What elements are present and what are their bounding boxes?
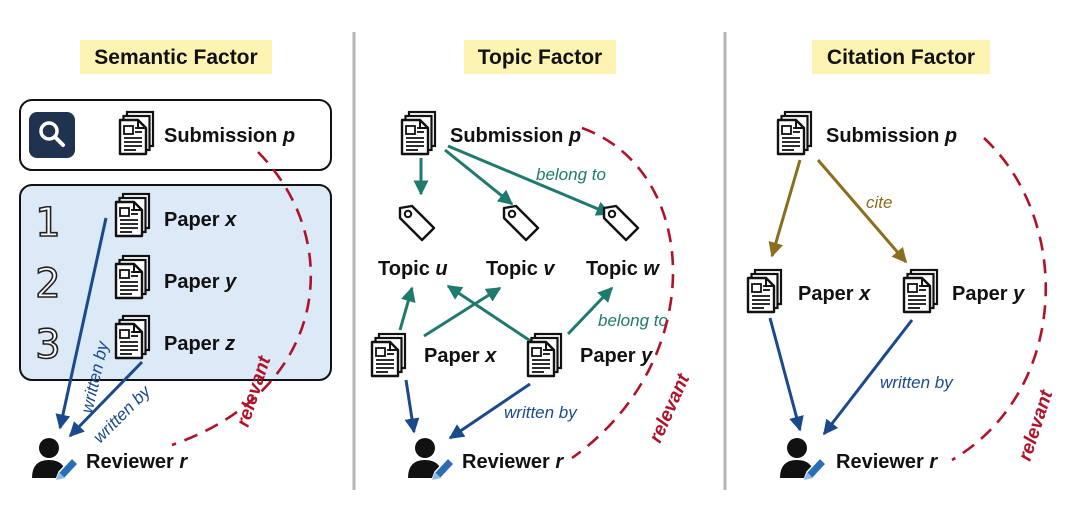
search-icon [29,112,75,158]
semantic-rank-1: 1 [35,200,60,246]
topic-edge-y-u [446,284,533,344]
topic-w-label: Topic w [586,258,660,280]
semantic-paper-x-label: Paper x [164,209,237,231]
semantic-reviewer-label: Reviewer r [86,451,188,473]
document-icon [114,314,151,360]
semantic-search-box [19,99,332,171]
semantic-edge-written-by-1 [55,217,108,430]
semantic-retrieved-box [19,184,332,381]
document-icon [400,110,437,156]
citation-cite-label: cite [866,193,892,212]
semantic-relevant-curve [171,151,313,447]
reviewer-icon [779,437,827,481]
document-icon [114,254,151,300]
citation-reviewer-label: Reviewer r [836,451,938,473]
topic-factor-panel: Topic Factor Submission p belong to Topi… [370,40,694,481]
document-icon [114,192,151,238]
semantic-paper-z-label: Paper z [164,333,235,355]
semantic-paper-y-label: Paper y [164,271,237,293]
semantic-title: Semantic Factor [94,46,257,69]
citation-factor-panel: Citation Factor Submission p cite Paper … [746,40,1058,481]
topic-edge-p-v [444,148,514,206]
topic-edge-y-written-by [448,382,531,440]
document-icon [776,110,813,156]
citation-title-highlight [812,40,990,74]
tag-icon [502,204,540,242]
document-icon [902,268,939,314]
topic-belong-to-label-top: belong to [536,165,606,184]
topic-edge-x-v [423,286,502,338]
topic-belong-to-label-bottom: belong to [598,311,668,330]
semantic-edge-written-by-2 [68,360,144,438]
semantic-rank-3: 3 [35,322,60,368]
semantic-submission-label: Submission p [164,125,295,147]
topic-written-by-label: written by [504,403,578,422]
topic-submission-label: Submission p [450,125,581,147]
topic-title: Topic Factor [478,46,602,69]
citation-edge-p-x [768,159,802,258]
tag-icon [602,204,640,242]
topic-paper-y-label: Paper y [580,345,653,367]
topic-paper-x-label: Paper x [424,345,497,367]
citation-written-by-label: written by [880,373,954,392]
topic-edge-y-w [566,286,614,336]
citation-paper-y-label: Paper y [952,283,1025,305]
reviewer-icon [407,437,455,481]
topic-reviewer-label: Reviewer r [462,451,564,473]
citation-edge-y-written-by [822,319,914,436]
tag-icon [398,204,436,242]
topic-edge-p-w [447,144,612,216]
document-icon [746,268,783,314]
document-icon [370,332,407,378]
reviewer-icon [31,437,79,481]
citation-title: Citation Factor [827,46,975,69]
citation-edge-p-y [816,159,908,264]
topic-u-label: Topic u [378,258,448,280]
citation-paper-x-label: Paper x [798,283,871,305]
citation-edge-x-written-by [768,317,804,432]
topic-relevant-label: relevant [645,370,694,446]
document-icon [118,110,155,156]
semantic-factor-panel: Semantic Factor Submission p 1 Paper x 2… [19,40,332,481]
semantic-title-highlight [80,40,272,74]
topic-edge-x-written-by [404,379,420,434]
topic-edge-x-u [398,286,416,331]
topic-v-label: Topic v [486,258,556,280]
document-icon [526,332,563,378]
topic-relevant-curve [571,126,675,460]
semantic-rank-2: 2 [35,261,60,307]
citation-submission-label: Submission p [826,125,957,147]
citation-relevant-curve [951,137,1047,462]
citation-relevant-label: relevant [1015,387,1058,463]
topic-title-highlight [464,40,616,74]
